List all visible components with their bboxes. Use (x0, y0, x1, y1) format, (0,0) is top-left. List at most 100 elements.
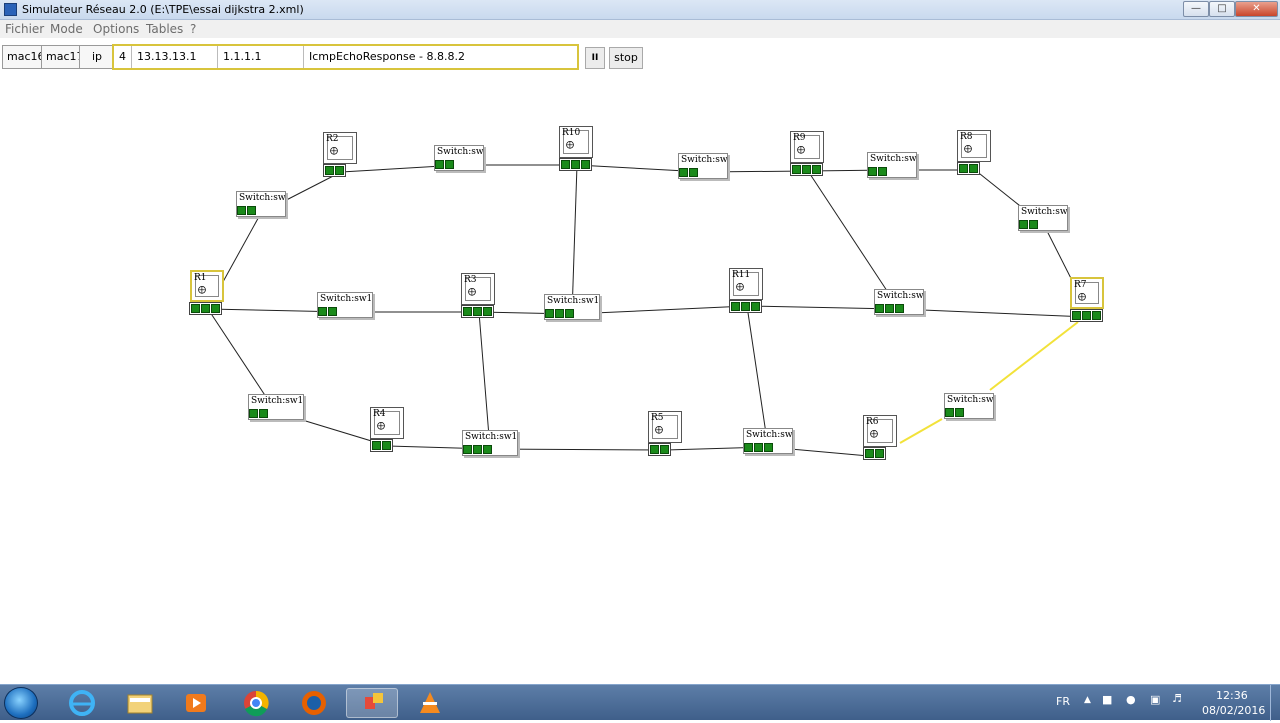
switch-sw4-label: Switch:sw4 (681, 155, 727, 165)
router-r3-box: R3 ⨁ (461, 273, 495, 305)
router-r7-label: R7 (1074, 280, 1087, 290)
router-icon: ⨁ (870, 429, 878, 438)
window-title: Simulateur Réseau 2.0 (E:\TPE\essai dijk… (22, 3, 304, 16)
router-r3-ports (461, 305, 494, 318)
vlc-icon[interactable] (404, 688, 456, 718)
field-mac16[interactable]: mac16 (2, 45, 42, 69)
switch-sw9-label: Switch:sw9 (746, 430, 792, 440)
packet-info: 4 13.13.13.1 1.1.1.1 IcmpEchoResponse - … (112, 44, 579, 70)
menu-fichier[interactable]: Fichier (5, 22, 45, 36)
field-ip[interactable]: ip (79, 45, 113, 69)
tray-expand-icon[interactable]: ▲ (1084, 695, 1091, 705)
pause-button[interactable]: II (585, 47, 605, 69)
link-r9-sw7 (807, 170, 900, 310)
router-r9-box: R9 ⨁ (790, 131, 824, 163)
router-r1-ports (189, 302, 222, 315)
router-r2-ports (323, 164, 346, 177)
title-bar: Simulateur Réseau 2.0 (E:\TPE\essai dijk… (0, 0, 1280, 20)
app-icon (4, 3, 17, 16)
router-icon: ⨁ (964, 144, 972, 153)
active-link-sw8-r6 (899, 418, 943, 444)
clock-date[interactable]: 08/02/2016 (1202, 704, 1266, 717)
router-r4-ports (370, 439, 393, 452)
network-simulator-icon[interactable] (346, 688, 398, 718)
active-link-r7-sw8 (989, 321, 1079, 391)
router-r5-ports (648, 443, 671, 456)
tray-network-icon[interactable]: ■ (1102, 693, 1113, 706)
menu-tables[interactable]: Tables (146, 22, 184, 36)
router-r2-label: R2 (326, 134, 339, 144)
packet-destination: 1.1.1.1 (218, 46, 304, 68)
router-r5-box: R5 ⨁ (648, 411, 682, 443)
chrome-icon[interactable] (230, 688, 282, 718)
switch-sw6-label: Switch:sw6 (1021, 207, 1067, 217)
start-button[interactable] (4, 687, 38, 719)
menu-mode[interactable]: Mode (50, 22, 83, 36)
link-r10-sw12 (571, 164, 578, 315)
maximize-button[interactable]: □ (1209, 1, 1235, 17)
field-mac17[interactable]: mac17 (41, 45, 80, 69)
link-layer (207, 164, 1089, 458)
router-icon: ⨁ (1078, 292, 1086, 301)
link-r11-sw7 (746, 305, 900, 310)
packet-type: IcmpEchoResponse - 8.8.8.2 (309, 50, 465, 63)
switch-sw8-label: Switch:sw8 (947, 395, 993, 405)
internet-explorer-icon[interactable] (56, 688, 108, 718)
router-r10-box: R10 ⨁ (559, 126, 593, 158)
router-r10-ports (559, 158, 592, 171)
media-player-icon[interactable] (170, 688, 222, 718)
link-r3-sw10 (478, 311, 491, 450)
router-r8-ports (957, 162, 980, 175)
close-button[interactable]: ✕ (1235, 1, 1278, 17)
taskbar: FR ▲ ■ ● ▣ ♬ 12:36 08/02/2016 (0, 684, 1280, 721)
router-icon: ⨁ (566, 140, 574, 149)
router-icon: ⨁ (468, 287, 476, 296)
router-r6-box: R6 ⨁ (863, 415, 897, 447)
router-r8-label: R8 (960, 132, 973, 142)
router-r11-box: R11 ⨁ (729, 268, 763, 300)
switch-sw10-label: Switch:sw10 (465, 432, 517, 442)
menu-options[interactable]: Options (93, 22, 140, 36)
router-r7-box: R7 ⨁ (1070, 277, 1104, 309)
router-icon: ⨁ (736, 282, 744, 291)
stop-button[interactable]: stop (609, 47, 643, 69)
link-r11-sw9 (746, 305, 769, 448)
router-r1-label: R1 (194, 273, 207, 283)
language-indicator[interactable]: FR (1056, 695, 1070, 708)
file-manager-icon[interactable] (114, 688, 166, 718)
router-r8-box: R8 ⨁ (957, 130, 991, 162)
router-r11-ports (729, 300, 762, 313)
packet-source: 13.13.13.1 (132, 46, 218, 68)
network-canvas[interactable]: R1 ⨁ R2 ⨁ R3 ⨁ R4 ⨁ R5 ⨁ (0, 72, 1280, 684)
router-r9-ports (790, 163, 823, 176)
menu-help[interactable]: ? (190, 22, 197, 36)
router-icon: ⨁ (797, 145, 805, 154)
clock-time[interactable]: 12:36 (1216, 689, 1248, 702)
router-icon: ⨁ (655, 425, 663, 434)
router-r1-box: R1 ⨁ (190, 270, 224, 302)
router-r9-label: R9 (793, 133, 806, 143)
tray-security-icon[interactable]: ● (1126, 693, 1136, 706)
router-icon: ⨁ (330, 146, 338, 155)
router-r6-ports (863, 447, 886, 460)
link-sw10-r5 (489, 448, 667, 451)
link-sw7-r7 (898, 308, 1089, 318)
minimize-button[interactable]: — (1183, 1, 1209, 17)
switch-sw13-label: Switch:sw13 (320, 294, 372, 304)
router-r2-box: R2 ⨁ (323, 132, 357, 164)
packet-id: 4 (114, 46, 132, 68)
switch-sw11-label: Switch:sw11 (251, 396, 303, 406)
router-r4-label: R4 (373, 409, 386, 419)
router-icon: ⨁ (377, 421, 385, 430)
router-r7-ports (1070, 309, 1103, 322)
link-sw12-r11 (571, 305, 748, 315)
firefox-icon[interactable] (288, 688, 340, 718)
menu-bar: Fichier Mode Options Tables ? (0, 20, 1280, 38)
show-desktop-button[interactable] (1270, 685, 1280, 721)
tray-volume-icon[interactable]: ♬ (1172, 692, 1182, 705)
switch-sw5-label: Switch:sw5 (870, 154, 916, 164)
router-r5-label: R5 (651, 413, 664, 423)
tray-display-icon[interactable]: ▣ (1150, 693, 1161, 706)
router-r11-label: R11 (732, 270, 751, 280)
router-r4-box: R4 ⨁ (370, 407, 404, 439)
